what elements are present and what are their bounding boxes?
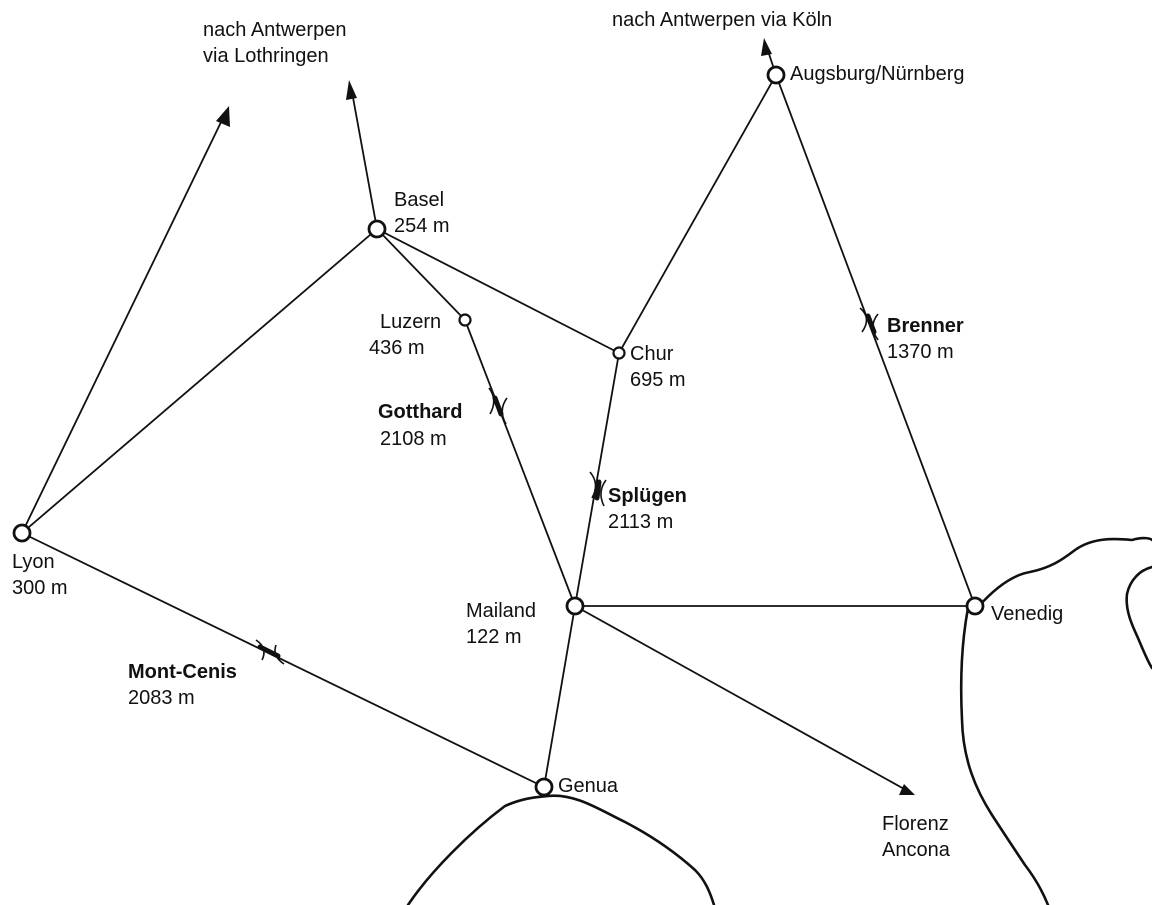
coastline-liguria — [406, 794, 716, 905]
city-elevation-basel: 254 m — [394, 215, 450, 237]
arrowhead-florenz — [899, 784, 915, 795]
pass-marker-spluegen — [589, 471, 607, 507]
city-label-basel: Basel — [394, 189, 445, 211]
pass-elevation-montcenis: 2083 m — [128, 687, 195, 709]
route-basel-luzern — [376, 228, 466, 321]
route-luzern-mailand — [464, 319, 576, 607]
city-elevation-mailand: 122 m — [466, 626, 522, 648]
pass-marker-gotthard — [488, 387, 508, 425]
pass-marker-montcenis — [255, 639, 285, 665]
city-elevation-lyon: 300 m — [12, 577, 68, 599]
city-node-mailand — [565, 596, 585, 616]
arrowhead-koeln — [761, 38, 772, 56]
city-node-chur — [612, 346, 626, 360]
route-basel-lothringen — [351, 91, 378, 230]
route-chur-augsburg — [618, 74, 777, 354]
city-label-venedig: Venedig — [991, 603, 1064, 625]
city-label-genua: Genua — [558, 775, 619, 797]
route-lyon-lothringen — [21, 117, 224, 534]
arrowhead-lothringen-west — [216, 106, 230, 127]
city-node-luzern — [458, 313, 472, 327]
pass-elevation-brenner: 1370 m — [887, 341, 954, 363]
city-label-augsburg: Augsburg/Nürnberg — [790, 63, 965, 85]
direction-label-florenz: Florenz — [882, 813, 949, 835]
route-mailand-genua — [543, 605, 576, 788]
city-node-venedig — [965, 596, 985, 616]
city-elevation-chur: 695 m — [630, 369, 686, 391]
pass-elevation-spluegen: 2113 m — [608, 511, 674, 533]
city-label-lyon: Lyon — [12, 551, 55, 573]
route-lyon-basel — [21, 228, 378, 534]
city-node-basel — [367, 219, 387, 239]
pass-elevation-gotthard: 2108 m — [380, 428, 447, 450]
city-label-luzern: Luzern — [380, 311, 442, 333]
route-mailand-florenz — [574, 605, 907, 791]
arrowhead-lothringen — [346, 80, 357, 100]
city-label-mailand: Mailand — [466, 600, 537, 622]
direction-label-ancona: Ancona — [882, 839, 950, 861]
coastline-adriatic-east — [976, 536, 1152, 609]
pass-marker-brenner — [859, 307, 879, 341]
coastline-istria — [1125, 565, 1152, 670]
coastline-adriatic-west — [959, 606, 1050, 905]
route-chur-mailand — [574, 352, 620, 607]
direction-label-antwerpen-koeln: nach Antwerpen via Köln — [612, 9, 833, 31]
pass-label-montcenis: Mont-Cenis — [128, 661, 237, 683]
city-elevation-luzern: 436 m — [369, 337, 425, 359]
pass-label-gotthard: Gotthard — [378, 401, 463, 423]
route-lyon-genua — [21, 532, 545, 788]
route-augsburg-venedig — [775, 74, 976, 607]
direction-label-antwerpen-lothringen-2: via Lothringen — [203, 45, 329, 67]
city-label-chur: Chur — [630, 343, 674, 365]
city-node-genua — [534, 777, 554, 797]
pass-label-brenner: Brenner — [887, 315, 964, 337]
route-basel-chur — [376, 228, 620, 354]
city-node-lyon — [12, 523, 32, 543]
city-node-augsburg — [766, 65, 786, 85]
pass-label-spluegen: Splügen — [608, 485, 687, 507]
direction-label-antwerpen-lothringen-1: nach Antwerpen — [203, 19, 347, 41]
